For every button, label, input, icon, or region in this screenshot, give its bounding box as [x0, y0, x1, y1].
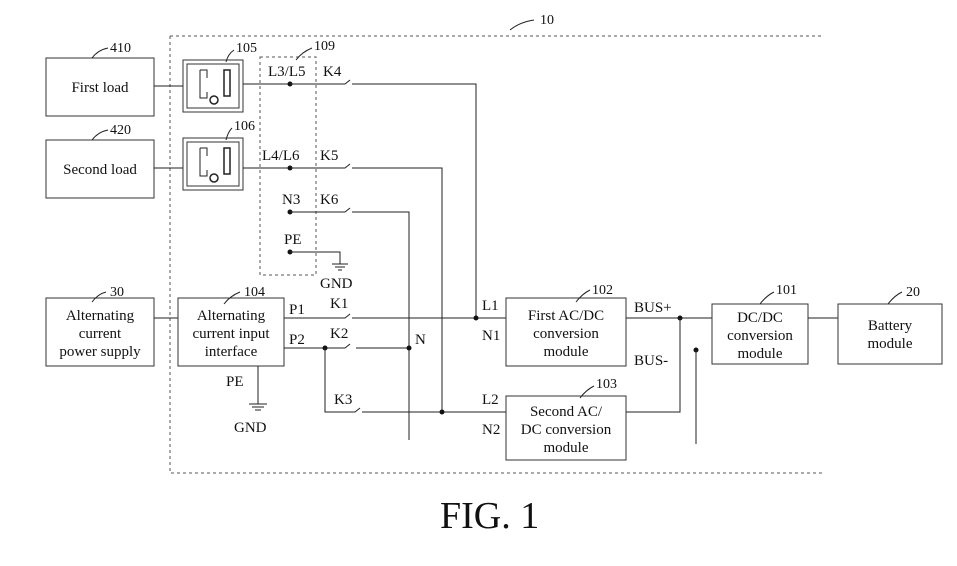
first-acdc-line3: module: [544, 344, 589, 360]
ac-supply-line3: power supply: [59, 344, 141, 360]
second-acdc-line3: module: [544, 440, 589, 456]
label-k3: K3: [334, 392, 352, 408]
first-load-ref: 410: [110, 41, 131, 56]
second-acdc-line1: Second AC/: [530, 404, 603, 420]
dcdc-line3: module: [738, 346, 783, 362]
figure-caption: FIG. 1: [440, 495, 539, 537]
wire-k5-down: [352, 168, 442, 412]
node-l1: [474, 316, 479, 321]
system-ref-label: 10: [540, 13, 554, 28]
ac-supply-line1: Alternating: [66, 308, 135, 324]
socket-106-ref: 106: [234, 119, 255, 134]
first-load-ref-leader: [92, 48, 108, 58]
second-acdc-line2: DC conversion: [521, 422, 612, 438]
label-bus-plus: BUS+: [634, 300, 672, 316]
dcdc-line1: DC/DC: [737, 310, 783, 326]
system-ref-leader: [510, 20, 534, 30]
label-p1: P1: [289, 302, 305, 318]
ac-supply-line2: current: [79, 326, 122, 342]
label-n2: N2: [482, 422, 500, 438]
label-k4: K4: [323, 64, 342, 80]
label-k5: K5: [320, 148, 338, 164]
label-pe-top: PE: [284, 232, 302, 248]
label-l2: L2: [482, 392, 499, 408]
label-pe-bottom: PE: [226, 374, 244, 390]
socket-105-ref: 105: [236, 41, 257, 56]
ac-input-ref: 104: [244, 285, 265, 300]
label-bus-minus: BUS-: [634, 353, 668, 369]
label-n: N: [415, 332, 426, 348]
label-gnd-top: GND: [320, 276, 353, 292]
label-p2: P2: [289, 332, 305, 348]
switch-group-ref-leader: [296, 48, 312, 60]
dcdc-line2: conversion: [727, 328, 793, 344]
label-l4l6: L4/L6: [262, 148, 300, 164]
wire-k4-l1: [352, 84, 476, 316]
wire-pe-top: [290, 252, 340, 264]
label-n3: N3: [282, 192, 300, 208]
label-l3l5: L3/L5: [268, 64, 306, 80]
second-acdc-ref: 103: [596, 377, 617, 392]
battery-ref: 20: [906, 285, 920, 300]
second-load-ref-leader: [92, 130, 108, 140]
battery-ref-leader: [888, 292, 902, 304]
label-k1: K1: [330, 296, 348, 312]
switch-k4: [290, 80, 350, 84]
first-acdc-line1: First AC/DC: [528, 308, 604, 324]
socket-105-icon: [183, 60, 243, 112]
ac-supply-ref: 30: [110, 285, 124, 300]
first-load-label: First load: [71, 80, 129, 96]
ac-input-line1: Alternating: [197, 308, 266, 324]
second-load-ref: 420: [110, 123, 131, 138]
node-l2: [440, 410, 445, 415]
ac-input-line3: interface: [205, 344, 258, 360]
ac-input-line2: current input: [192, 326, 270, 342]
battery-line2: module: [868, 336, 913, 352]
dcdc-ref: 101: [776, 283, 797, 298]
dcdc-ref-leader: [760, 292, 774, 304]
node-n: [407, 346, 412, 351]
battery-box: [838, 304, 942, 364]
first-acdc-ref: 102: [592, 283, 613, 298]
wire-k6-n: [352, 212, 409, 440]
switch-k6: [290, 208, 350, 212]
label-gnd-bottom: GND: [234, 420, 267, 436]
second-load-label: Second load: [63, 162, 137, 178]
ground-bottom-icon: [249, 404, 267, 410]
label-l1: L1: [482, 298, 499, 314]
ground-top-icon: [332, 264, 348, 270]
label-k2: K2: [330, 326, 348, 342]
label-k6: K6: [320, 192, 339, 208]
first-acdc-line2: conversion: [533, 326, 599, 342]
switch-k5: [290, 164, 350, 168]
switch-group-ref: 109: [314, 39, 335, 54]
socket-106-icon: [183, 138, 243, 190]
battery-line1: Battery: [868, 318, 913, 334]
label-n1: N1: [482, 328, 500, 344]
